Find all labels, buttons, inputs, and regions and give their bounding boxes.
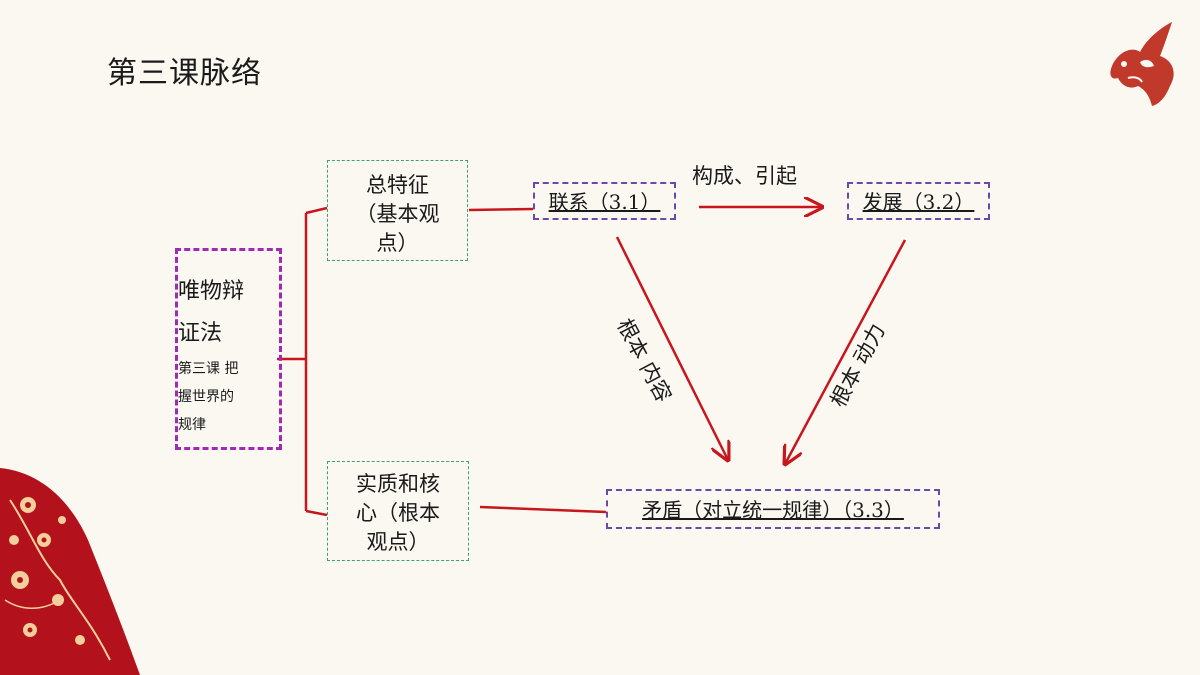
essence-line2: 心（根本 <box>356 501 440 525</box>
development-node: 发展（3.2） <box>847 182 990 220</box>
center-sub-line2: 握世界的 <box>178 389 234 405</box>
link-node: 联系（3.1） <box>533 182 676 220</box>
page-title: 第三课脉络 <box>107 56 262 91</box>
plum-blossom-papercut-icon <box>0 468 140 675</box>
bird-papercut-icon <box>1110 22 1174 106</box>
center-sub-line1: 第三课 把 <box>178 361 239 377</box>
essence-line1: 实质和核 <box>356 472 440 496</box>
center-main-line1: 唯物辩 <box>178 279 245 304</box>
contradiction-node: 矛盾（对立统一规律）（3.3） <box>606 489 940 529</box>
center-main-line2: 证法 <box>178 321 223 346</box>
feature-line3: 点） <box>376 231 419 255</box>
arrow-development-to-contradiction <box>785 239 907 464</box>
essence-line3: 观点） <box>366 530 430 554</box>
center-sub-line3: 规律 <box>178 417 206 433</box>
arrow-link-to-contradiction <box>615 236 728 460</box>
feature-line1: 总特征 <box>366 173 429 197</box>
line-essence-to-contradiction <box>479 505 607 514</box>
essence-node: 实质和核 心（根本 观点） <box>327 461 469 561</box>
center-node: 唯物辩 证法 第三课 把 握世界的 规律 <box>175 248 282 450</box>
line-feature-to-link <box>468 207 534 212</box>
feature-line2: （基本观 <box>355 202 440 226</box>
feature-node: 总特征 （基本观 点） <box>327 160 468 261</box>
edge-label-compose: 构成、引起 <box>692 164 797 188</box>
bracket-connector <box>277 206 328 517</box>
